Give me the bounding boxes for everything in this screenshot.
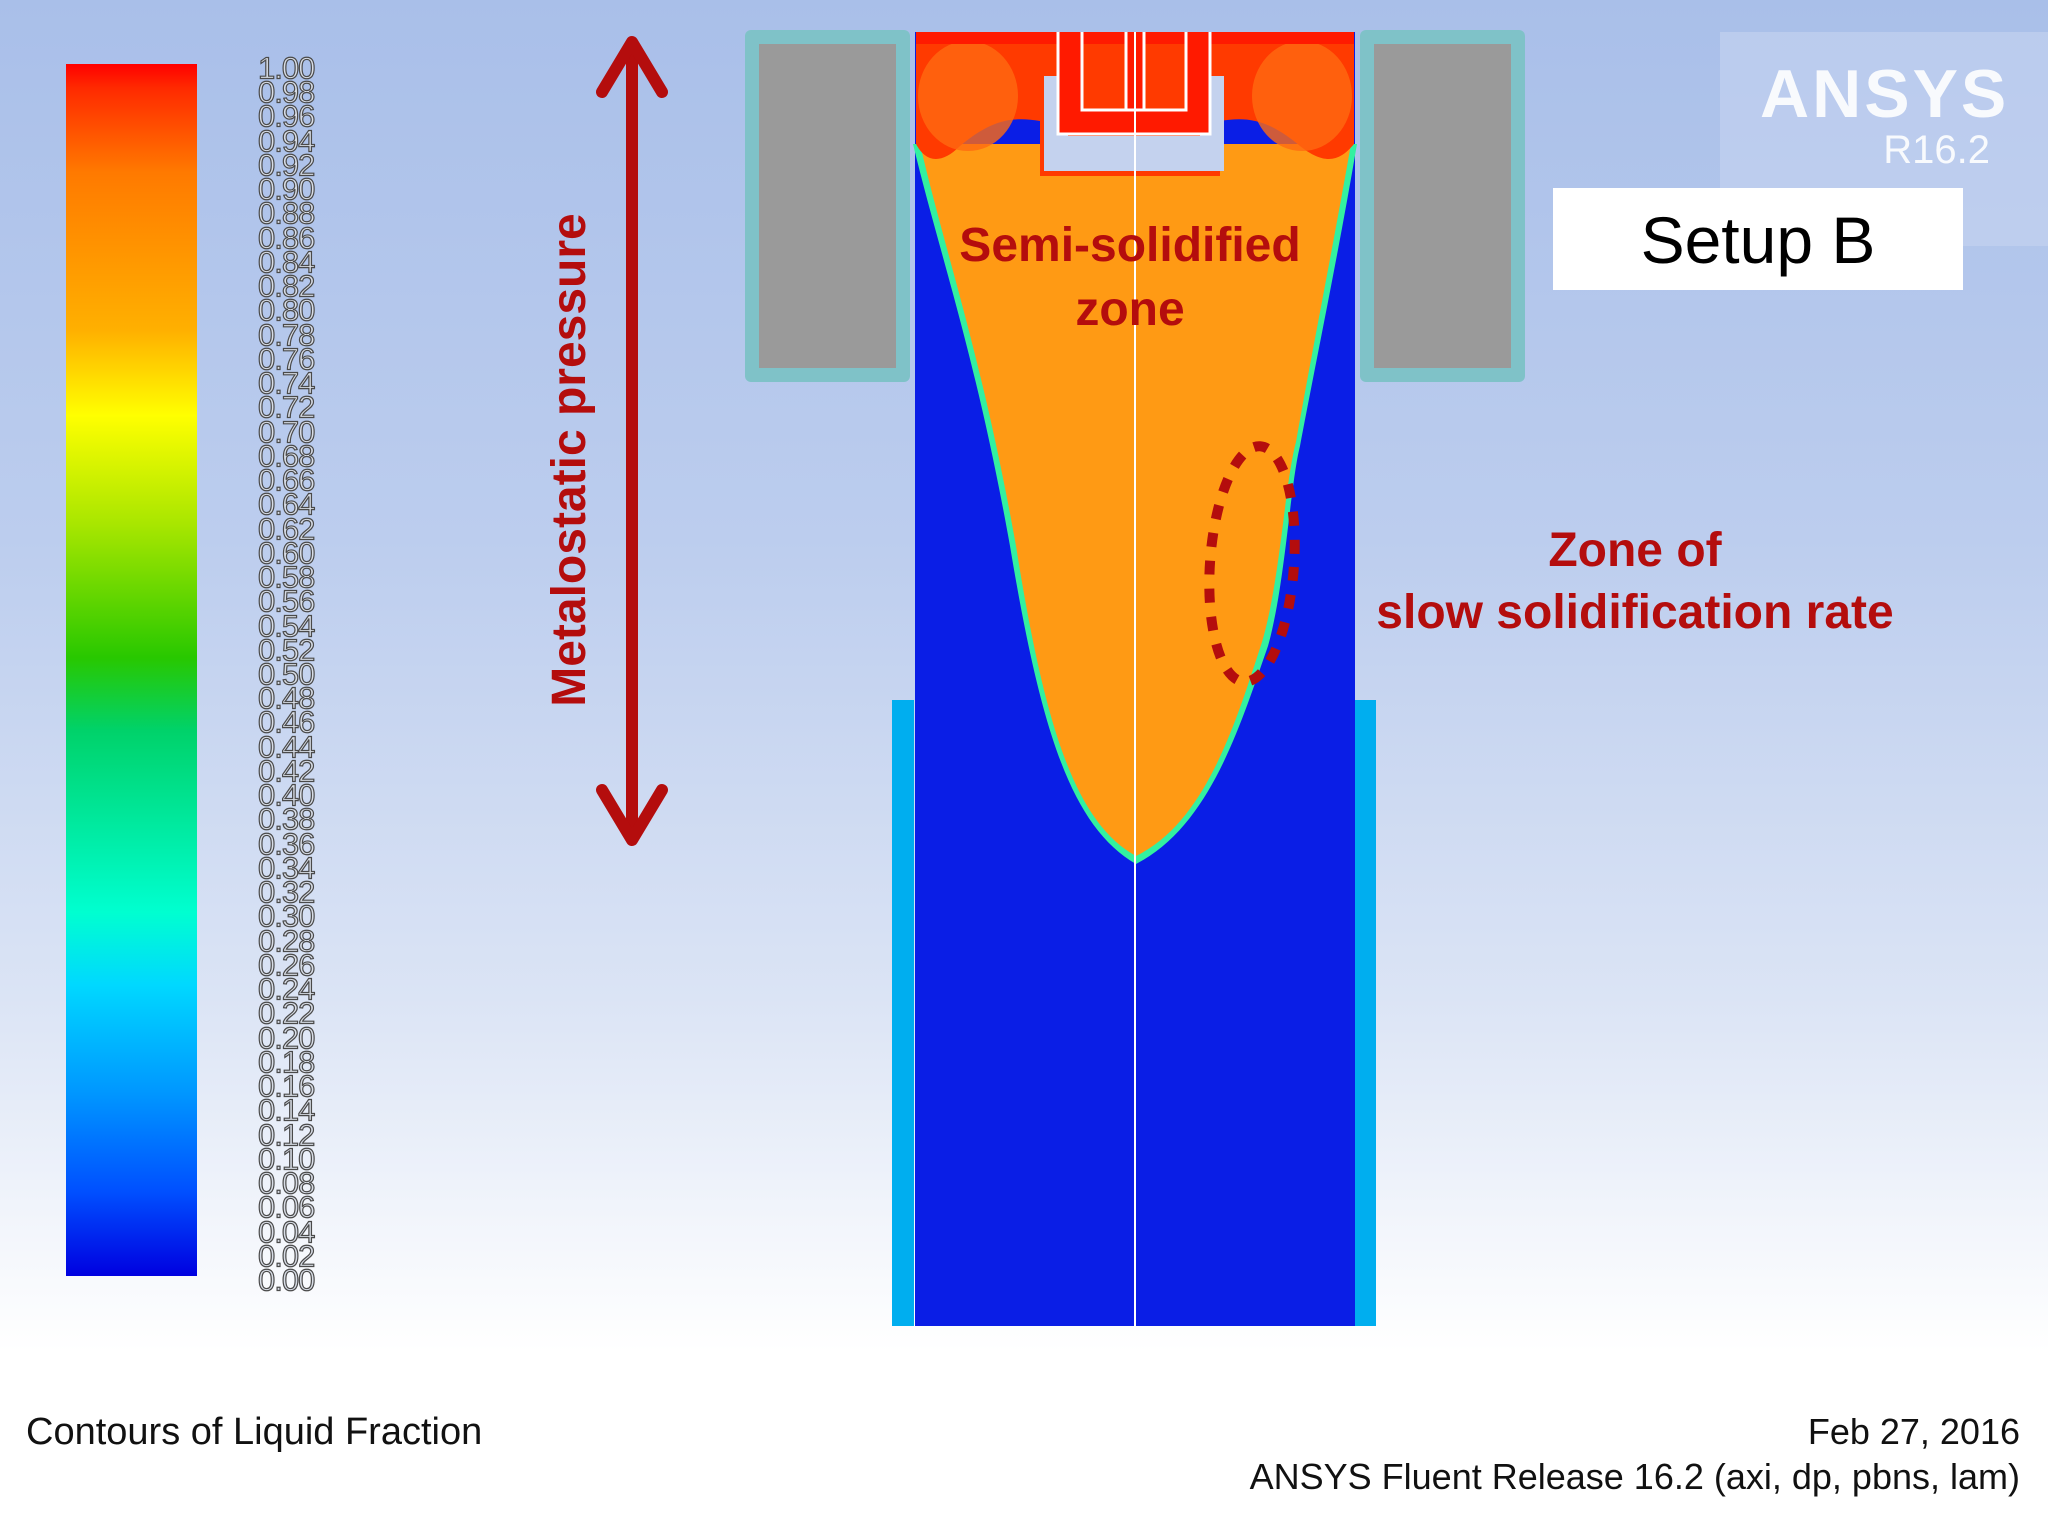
color-scale-tick-label: 0.68 [257,438,316,474]
color-scale-tick-label: 0.36 [257,826,316,862]
color-scale-tick-label: 0.24 [257,971,316,1007]
color-scale-tick-label: 0.66 [257,462,316,498]
ansys-logo: ANSYS [1760,56,2010,132]
color-scale-tick-label: 0.42 [257,753,316,789]
color-scale-tick-label: 0.04 [257,1214,316,1250]
color-scale-tick-label: 0.14 [257,1092,316,1128]
entry-nozzle-cavity [1044,76,1224,171]
metalostatic-pressure-label: Metalostatic pressure [543,213,596,707]
color-scale-tick-label: 1.00 [257,50,316,86]
color-scale-tick-label: 0.30 [257,898,316,934]
color-scale-tick-label: 0.96 [257,98,316,134]
setup-label: Setup B [1640,203,1876,277]
semi-solidified-zone-label: Semi-solidified zone [959,219,1301,336]
color-scale-tick-label: 0.02 [257,1238,316,1274]
color-scale-tick-label: 0.60 [257,535,316,571]
color-scale-tick-label: 0.86 [257,220,316,256]
color-scale-tick-label: 0.46 [257,704,316,740]
color-scale-tick-label: 0.34 [257,850,316,886]
color-scale-tick-label: 0.74 [257,365,316,401]
color-scale-tick-label: 0.92 [257,147,316,183]
setup-label-box [1553,188,1963,290]
color-scale-tick-label: 0.84 [257,244,316,280]
color-scale-tick-label: 0.08 [257,1165,316,1201]
left-mold-block [759,44,896,368]
color-scale-tick-label: 0.32 [257,874,316,910]
color-scale-tick-label: 0.94 [257,123,316,159]
color-scale-tick-label: 0.58 [257,559,316,595]
plot-title: Contours of Liquid Fraction [26,1411,483,1453]
color-scale-tick-label: 0.70 [257,414,316,450]
color-scale-tick-label: 0.40 [257,777,316,813]
color-scale-tick-label: 0.76 [257,341,316,377]
color-scale-tick-label: 0.56 [257,583,316,619]
color-scale-tick-label: 0.98 [257,74,316,110]
ansys-version: R16.2 [1883,128,1990,172]
hot-spot-right [1252,41,1352,151]
color-scale-tick-label: 0.80 [257,292,316,328]
slow-solidification-zone-label: Zone of slow solidification rate [1376,524,1894,639]
right-mold-block [1374,44,1511,368]
color-scale-tick-label: 0.16 [257,1068,316,1104]
color-scale-tick-label: 0.50 [257,656,316,692]
hot-spot-left [918,41,1018,151]
color-scale-tick-label: 0.28 [257,923,316,959]
solver-release: ANSYS Fluent Release 16.2 (axi, dp, pbns… [1249,1456,2020,1497]
color-scale-tick-label: 0.88 [257,195,316,231]
color-scale-tick-label: 0.44 [257,729,316,765]
color-scale-tick-label: 0.22 [257,995,316,1031]
color-scale-tick-label: 0.10 [257,1141,316,1177]
color-scale-tick-label: 0.78 [257,317,316,353]
right-cooling-strip [1354,700,1376,1326]
color-scale-bar [66,64,197,1276]
color-scale-tick-label: 0.64 [257,486,316,522]
color-scale-tick-label: 0.54 [257,608,316,644]
color-scale-tick-label: 0.38 [257,801,316,837]
color-scale-tick-label: 0.18 [257,1044,316,1080]
color-scale-tick-label: 0.52 [257,632,316,668]
color-scale-tick-label: 0.06 [257,1189,316,1225]
color-scale-tick-label: 0.20 [257,1020,316,1056]
slow-solidification-marker [1204,441,1300,687]
color-scale-tick-label: 0.12 [257,1117,316,1153]
plot-date: Feb 27, 2016 [1807,1411,2020,1452]
color-scale-tick-label: 0.62 [257,511,316,547]
color-scale-tick-label: 0.72 [257,389,316,425]
color-scale-tick-label: 0.48 [257,680,316,716]
color-scale-tick-label: 0.90 [257,171,316,207]
color-scale-tick-label: 0.26 [257,947,316,983]
color-scale-tick-label: 0.00 [257,1262,316,1298]
color-scale-tick-label: 0.82 [257,268,316,304]
liquid-fraction-contour [745,30,1525,1326]
left-cooling-strip [892,700,914,1326]
pressure-double-arrow [596,36,668,846]
